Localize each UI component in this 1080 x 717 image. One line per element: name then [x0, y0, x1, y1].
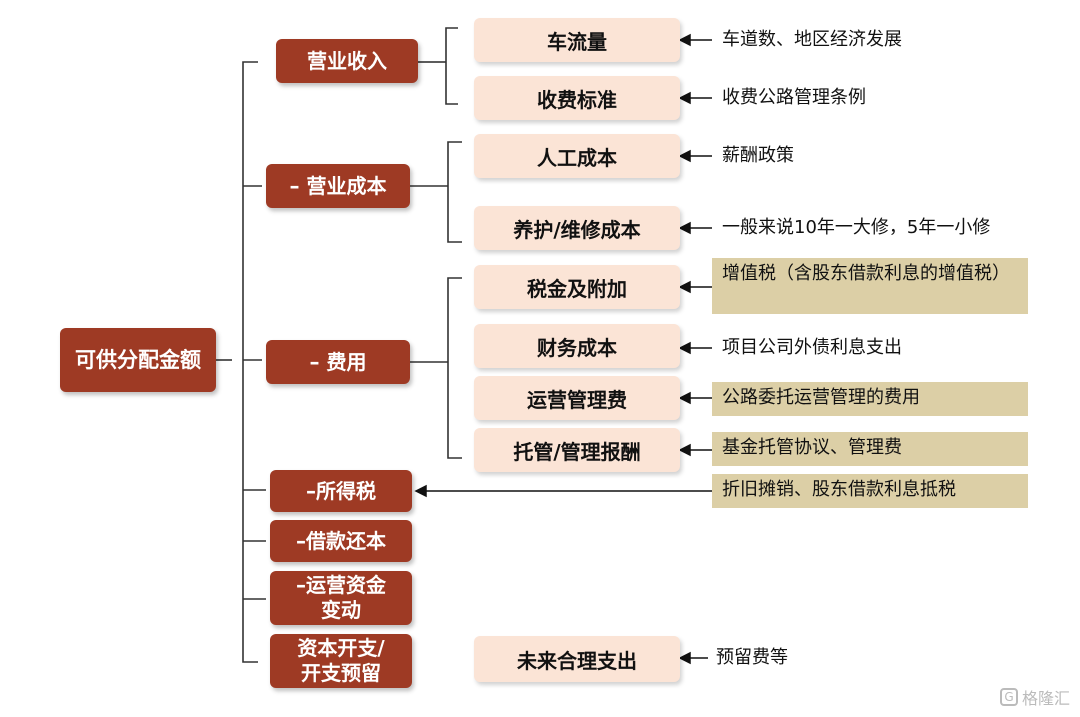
watermark-text: 格隆汇: [1022, 689, 1071, 708]
node-label: 托管/管理报酬: [513, 439, 641, 464]
node-expenses: – 费用: [266, 340, 410, 384]
node-label: – 费用: [309, 349, 367, 374]
node-label: – 营业成本: [289, 173, 387, 198]
note-custody-fee: 基金托管协议、管理费: [712, 432, 1028, 466]
note-future-expenditure: 预留费等: [716, 647, 788, 668]
note-toll-standard: 收费公路管理条例: [722, 87, 866, 108]
watermark: G 格隆汇: [1000, 685, 1070, 709]
node-future-expenditure: 未来合理支出: [474, 636, 680, 682]
node-label: –所得税: [306, 478, 376, 503]
note-income-tax: 折旧摊销、股东借款利息抵税: [712, 474, 1028, 508]
node-operation-mgmt-fee: 运营管理费: [474, 376, 680, 420]
node-label: 财务成本: [537, 335, 617, 360]
root-node: 可供分配金额: [60, 328, 216, 392]
root-label: 可供分配金额: [75, 348, 201, 372]
node-label: 营业收入: [307, 48, 387, 73]
node-loan-repayment: –借款还本: [270, 520, 412, 562]
node-working-capital: –运营资金变动: [270, 571, 412, 625]
node-income-tax: –所得税: [270, 470, 412, 512]
node-capex: 资本开支/开支预留: [270, 634, 412, 688]
watermark-logo-icon: G: [1000, 688, 1018, 706]
node-operating-cost: – 营业成本: [266, 164, 410, 208]
node-label: –运营资金变动: [296, 573, 386, 622]
node-label: 资本开支/开支预留: [297, 636, 385, 685]
node-label: 运营管理费: [527, 387, 627, 412]
node-traffic-volume: 车流量: [474, 18, 680, 62]
node-label: 人工成本: [537, 145, 617, 170]
node-toll-standard: 收费标准: [474, 76, 680, 120]
node-label: 收费标准: [537, 87, 617, 112]
node-labor-cost: 人工成本: [474, 134, 680, 178]
node-operating-revenue: 营业收入: [276, 39, 418, 83]
node-label: 税金及附加: [527, 276, 627, 301]
node-label: 车流量: [547, 29, 607, 54]
node-label: –借款还本: [296, 528, 386, 553]
node-label: 未来合理支出: [517, 648, 637, 673]
note-taxes-surcharges: 增值税（含股东借款利息的增值税）: [712, 258, 1028, 314]
node-label: 养护/维修成本: [513, 217, 641, 242]
note-maintenance-cost: 一般来说10年一大修，5年一小修: [722, 217, 991, 238]
node-maintenance-cost: 养护/维修成本: [474, 206, 680, 250]
note-financial-cost: 项目公司外债利息支出: [722, 337, 902, 358]
note-labor-cost: 薪酬政策: [722, 145, 794, 166]
note-operation-mgmt-fee: 公路委托运营管理的费用: [712, 382, 1028, 416]
note-traffic-volume: 车道数、地区经济发展: [722, 29, 902, 50]
node-financial-cost: 财务成本: [474, 324, 680, 368]
node-custody-fee: 托管/管理报酬: [474, 428, 680, 472]
node-taxes-surcharges: 税金及附加: [474, 265, 680, 309]
